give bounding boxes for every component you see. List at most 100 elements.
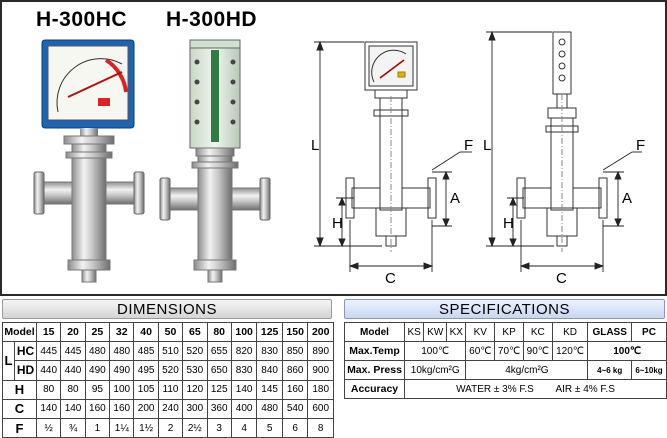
model-title-hc: H-300HC (36, 8, 128, 31)
table-cell: 140 (230, 379, 258, 400)
size-cell: 200 (307, 321, 334, 343)
table-cell: 485 (133, 341, 159, 362)
size-cell: 50 (157, 321, 184, 343)
specifications-table: Model KS KW KX KV KP KC KD GLASS PC Max.… (344, 322, 667, 399)
spec-model-cell: KC (522, 322, 553, 342)
size-cell: 25 (84, 321, 111, 343)
table-cell: 850 (281, 341, 309, 362)
table-cell: 200 (133, 398, 159, 419)
spec-model-cell: KV (465, 322, 496, 342)
spec-model-cell: KP (494, 322, 524, 342)
table-cell: 105 (133, 379, 159, 400)
table-cell: 80 (60, 379, 86, 400)
table-cell: 100℃ (403, 341, 467, 361)
label-h-1: H (332, 215, 343, 232)
table-row: Max. Press 10kg/cm²G 4kg/cm²G 4~6 kg 6~1… (344, 360, 667, 380)
label-c-1: C (385, 270, 396, 287)
size-cell: 15 (35, 321, 62, 343)
dimensions-header: DIMENSIONS (2, 299, 332, 319)
table-cell: 60℃ (465, 341, 496, 361)
table-cell: 840 (256, 360, 283, 381)
dim-model-label: Model (2, 321, 37, 343)
size-cell: 32 (109, 321, 135, 343)
row-label: C (2, 398, 37, 419)
size-cell: 125 (256, 321, 283, 343)
table-cell: 95 (84, 379, 111, 400)
size-cell: 65 (182, 321, 208, 343)
table-cell: 820 (230, 341, 258, 362)
label-h-2: H (503, 215, 514, 232)
table-cell: 520 (157, 360, 184, 381)
table-cell: 830 (256, 341, 283, 362)
label-a-1: A (450, 190, 460, 207)
h300hd-photo (159, 39, 271, 283)
table-cell: 80 (35, 379, 62, 400)
table-row: L HC 445 445 480 480 485 510 520 655 820… (2, 341, 334, 381)
table-cell: 440 (60, 360, 86, 381)
table-cell: 480 (84, 341, 111, 362)
table-cell: 4kg/cm²G (465, 360, 589, 380)
spec-model-label: Model (344, 322, 405, 342)
table-cell: 110 (157, 379, 184, 400)
table-cell: 900 (307, 360, 334, 381)
table-cell: 90℃ (522, 341, 553, 361)
table-cell: 140 (60, 398, 86, 419)
spec-model-cell: GLASS (587, 322, 632, 342)
table-cell: 300 (182, 398, 208, 419)
table-cell: 890 (307, 341, 334, 362)
table-cell: 4 (230, 417, 258, 438)
size-cell: 80 (206, 321, 232, 343)
label-f-1: F (464, 137, 473, 154)
table-cell: 180 (307, 379, 334, 400)
table-cell: 655 (206, 341, 232, 362)
h300hc-photo (33, 39, 145, 283)
table-cell: 530 (182, 360, 208, 381)
table-row: Max.Temp 100℃ 60℃ 70℃ 90℃ 120℃ 100℃ (344, 341, 667, 361)
hd-dimension-lines (486, 30, 642, 272)
spec-model-cell: KW (423, 322, 448, 342)
spec-model-cell: KX (446, 322, 467, 342)
table-cell: 10kg/cm²G (403, 360, 467, 380)
dimension-letters: L H C A F L H C A F (311, 137, 645, 287)
table-cell: 3 (206, 417, 232, 438)
table-cell: 490 (84, 360, 111, 381)
table-cell: 1¼ (109, 417, 135, 438)
table-cell: 860 (281, 360, 309, 381)
table-cell: 445 (35, 341, 62, 362)
hc-technical-drawing (345, 41, 437, 252)
row-label: HC (14, 341, 37, 362)
table-cell: 160 (109, 398, 135, 419)
accuracy-label: Accuracy (344, 379, 405, 399)
table-row: C 140 140 160 160 200 240 300 360 400 48… (2, 398, 334, 419)
table-cell: 480 (109, 341, 135, 362)
table-cell: 400 (230, 398, 258, 419)
table-row: F ½ ¾ 1 1¼ 1½ 2 2½ 3 4 5 6 8 (2, 417, 334, 438)
table-cell: 1 (84, 417, 111, 438)
table-row: H 80 80 95 100 105 110 120 125 140 145 1… (2, 379, 334, 400)
table-cell: 8 (307, 417, 334, 438)
table-cell: 2½ (182, 417, 208, 438)
table-cell: 140 (35, 398, 62, 419)
spec-model-cell: KS (403, 322, 425, 342)
size-cell: 40 (133, 321, 159, 343)
gauge-marking (98, 98, 110, 106)
table-cell: 830 (230, 360, 258, 381)
illustration-svg: L H C A F L H C A F (33, 30, 645, 287)
product-illustration-panel: H-300HC H-300HD (0, 0, 667, 296)
table-cell: 100℃ (587, 341, 667, 361)
table-cell: 160 (84, 398, 111, 419)
table-cell: 495 (133, 360, 159, 381)
table-cell: 480 (256, 398, 283, 419)
table-cell: 650 (206, 360, 232, 381)
specifications-header: SPECIFICATIONS (344, 299, 665, 319)
table-cell: ½ (35, 417, 62, 438)
max-press-label: Max. Press (344, 360, 405, 380)
hc-dimension-lines (314, 40, 472, 272)
table-cell: 4~6 kg (587, 360, 632, 380)
table-cell: 520 (182, 341, 208, 362)
hd-technical-drawing (516, 31, 608, 252)
table-cell: 2 (157, 417, 184, 438)
row-label: H (2, 379, 37, 400)
model-title-hd: H-300HD (166, 8, 258, 31)
dimensions-table: Model 15 20 25 32 40 50 65 80 100 125 15… (2, 321, 334, 438)
